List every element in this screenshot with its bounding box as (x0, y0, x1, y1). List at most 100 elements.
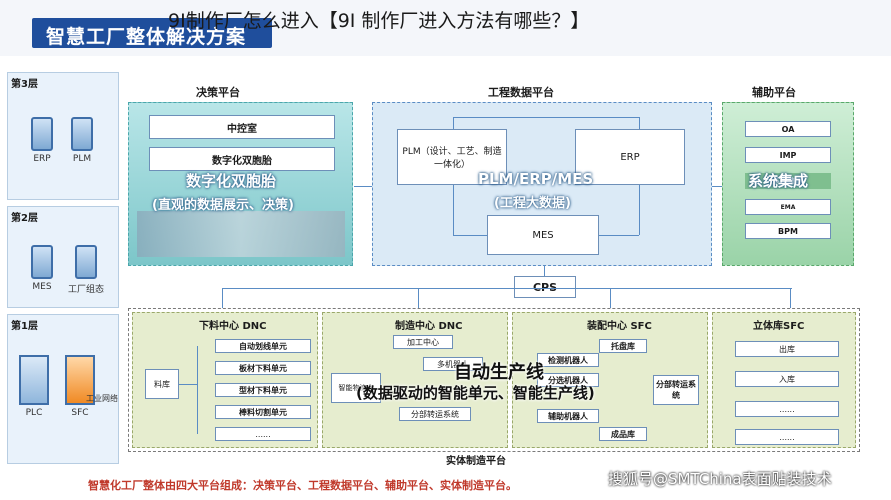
sfc-device: SFC (60, 355, 100, 418)
dnc1-item-4: 棒料切割单元 (215, 405, 311, 419)
manufacturing-platform-panel (128, 308, 860, 452)
engineering-overlay-line2: (工程大数据) (494, 196, 571, 211)
sfc-item-3: 分选机器人 (537, 373, 599, 387)
erp-box: ERP (575, 129, 685, 185)
plc-device: PLC (14, 355, 54, 418)
monitor-icon (71, 117, 93, 151)
erp-device-label: ERP (33, 154, 51, 164)
mes-device-label: MES (32, 282, 52, 292)
monitor-icon (31, 245, 53, 279)
industrial-network-label: 工业网络 (86, 394, 118, 403)
material-store-box: 料库 (145, 369, 179, 399)
overlay-title: 9I制作厂怎么进入【9I 制作厂进入方法有哪些？】 (168, 10, 590, 32)
decision-overlay-line2: (直观的数据展示、决策) (152, 198, 294, 213)
sfc-title: 装配中心 SFC (587, 321, 652, 332)
oa-box: OA (745, 121, 831, 137)
factory-photo (137, 211, 345, 257)
engineering-auxiliary-link (712, 186, 722, 187)
sfc-machine-icon (65, 355, 95, 405)
decision-overlay-line1: 数字化双胞胎 (186, 172, 277, 190)
title-banner (32, 18, 272, 48)
engineering-platform-title: 工程数据平台 (488, 86, 554, 99)
control-room-box: 中控室 (149, 115, 335, 139)
system-integration-box: 系统集成 (745, 173, 831, 189)
stereo-item-3: ...... (735, 401, 839, 417)
sfc-item-5: 成品库 (599, 427, 647, 441)
layer-1-label: 第1层 (11, 321, 38, 332)
dnc1-item-3: 型材下料单元 (215, 383, 311, 397)
sfc-item-4: 辅助机器人 (537, 409, 599, 423)
mes-box: MES (487, 215, 599, 255)
plm-mes-link-h (453, 235, 487, 236)
bus-drop-3 (610, 288, 611, 308)
plm-erp-link (453, 117, 639, 118)
plm-box: PLM（设计、工艺、制造一体化） (397, 129, 507, 185)
dnc2-item-1: 加工中心 (393, 335, 453, 349)
factory-config-device: 工厂组态 (62, 245, 110, 295)
erp-mes-link-h (599, 235, 639, 236)
erp-mes-link (639, 185, 640, 235)
auxiliary-overlay: 系统集成 (748, 172, 809, 190)
dnc1-title: 下料中心 DNC (199, 321, 267, 332)
erp-device: ERP (22, 117, 62, 164)
bus-drop-4 (790, 288, 791, 308)
imp-box: IMP (745, 147, 831, 163)
engineering-platform-panel: PLM（设计、工艺、制造一体化） ERP MES (372, 102, 712, 266)
sfc-item-2: 检测机器人 (537, 353, 599, 367)
stereo-item-4: ...... (735, 429, 839, 445)
manufacturing-overlay-line1: 自动生产线 (454, 362, 544, 383)
sfc-panel: 装配中心 SFC 托盘库 检测机器人 分选机器人 辅助机器人 成品库 分部转运系… (512, 312, 708, 448)
dnc2-item-2: 多机器人 (423, 357, 483, 371)
layer-1-column: 第1层 PLC SFC 工业网络 (7, 314, 119, 464)
monitor-icon (31, 117, 53, 151)
engineering-overlay-line1: PLM/ERP/MES (478, 170, 594, 188)
dnc1-item-2: 板材下料单元 (215, 361, 311, 375)
dnc1-store-link (179, 384, 197, 385)
cps-box: CPS (514, 276, 576, 298)
layer-3-label: 第3层 (11, 79, 38, 90)
layer-2-column: 第2层 MES 工厂组态 (7, 206, 119, 308)
decision-platform-title: 决策平台 (196, 86, 240, 99)
erp-up-link (639, 117, 640, 129)
manufacturing-overlay-line2: (数据驱动的智能单元、智能生产线) (356, 384, 595, 402)
dnc1-item-5: ...... (215, 427, 311, 441)
dnc2-item-4: 分部转运系统 (399, 407, 471, 421)
page-title: 智慧工厂整体解决方案 (46, 26, 247, 48)
stereo-store-title: 立体库SFC (753, 321, 805, 332)
cps-bus (222, 288, 792, 289)
engineering-cps-link (544, 266, 545, 276)
plc-cabinet-icon (19, 355, 49, 405)
bus-drop-1 (222, 288, 223, 308)
plm-mes-link (453, 185, 454, 235)
factory-config-label: 工厂组态 (67, 285, 104, 295)
plm-up-link (453, 117, 454, 129)
auxiliary-platform-title: 辅助平台 (752, 86, 796, 99)
manufacturing-platform-title: 实体制造平台 (446, 456, 506, 467)
decision-engineering-link (354, 186, 372, 187)
stereo-store-panel: 立体库SFC 出库 入库 ...... ...... (712, 312, 856, 448)
auxiliary-platform-panel: OA IMP 系统集成 EMA BPM (722, 102, 854, 266)
sfc-item-1: 托盘库 (599, 339, 647, 353)
dnc2-item-3: 智能物流仓 (331, 373, 381, 403)
plc-device-label: PLC (25, 408, 43, 418)
sfc-device-label: SFC (71, 408, 89, 418)
dnc1-panel: 下料中心 DNC 料库 自动划线单元 板材下料单元 型材下料单元 棒料切割单元 … (132, 312, 318, 448)
dnc1-trunk (197, 346, 198, 434)
monitor-icon (75, 245, 97, 279)
bpm-box: BPM (745, 223, 831, 239)
stereo-item-1: 出库 (735, 341, 839, 357)
watermark: 搜狐号@SMTChina表面贴装技术 (608, 470, 832, 488)
diagram-caption: 智慧化工厂整体由四大平台组成：决策平台、工程数据平台、辅助平台、实体制造平台。 (88, 479, 517, 492)
dnc1-item-1: 自动划线单元 (215, 339, 311, 353)
mes-device: MES (22, 245, 62, 292)
dnc2-panel: 制造中心 DNC 加工中心 多机器人 智能物流仓 分部转运系统 (322, 312, 508, 448)
bus-drop-2 (418, 288, 419, 308)
ema-box: EMA (745, 199, 831, 215)
stereo-item-2: 入库 (735, 371, 839, 387)
decision-platform-panel: 中控室 数字化双胞胎 (128, 102, 353, 266)
layer-3-column: 第3层 ERP PLM (7, 72, 119, 200)
digital-twin-box: 数字化双胞胎 (149, 147, 335, 171)
plm-device: PLM (62, 117, 102, 164)
sfc-transfer-box: 分部转运系统 (653, 375, 699, 405)
dnc2-title: 制造中心 DNC (395, 321, 463, 332)
